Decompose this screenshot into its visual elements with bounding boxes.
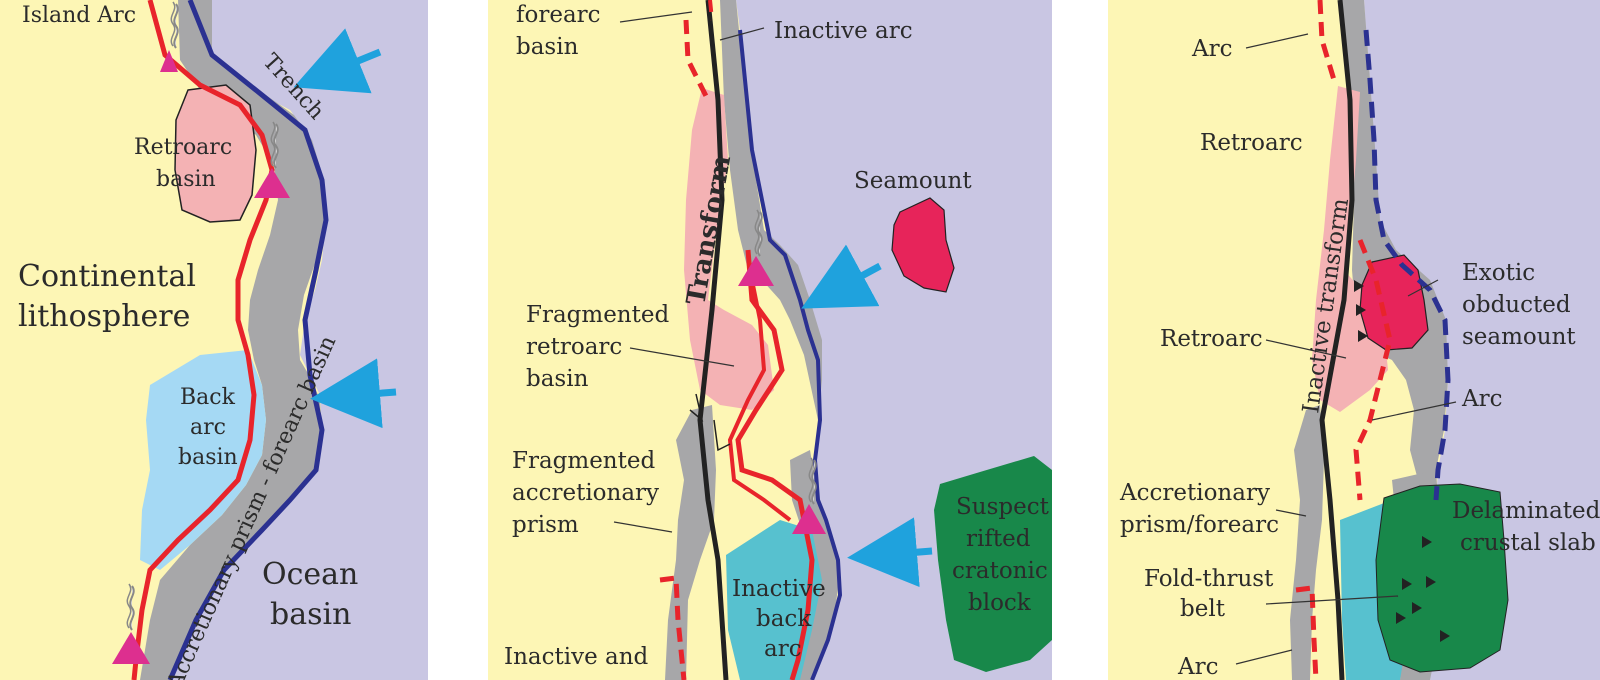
label-delaminated-1: Delaminated — [1452, 498, 1600, 524]
leader-arc-bottom — [1235, 649, 1293, 665]
panel2-trench-line — [738, 29, 843, 680]
label-continental: Continental — [18, 259, 196, 294]
label-frag-prism-3: prism — [512, 512, 579, 538]
label-retroarc-basin-2: basin — [156, 167, 216, 192]
panel3-inactive-transform-line — [1319, 0, 1355, 680]
retroarc-basin-shape — [174, 84, 257, 223]
panel3-prism-lower — [1290, 405, 1324, 680]
seamount-shape — [891, 197, 955, 293]
label-frag-prism-1: Fragmented — [512, 448, 655, 474]
delaminated-slab-shape — [1375, 483, 1509, 673]
volcano-triangle-3 — [112, 632, 150, 664]
label-accretionary-1: Accretionary — [1119, 480, 1270, 506]
label-inactive-back-3: arc — [764, 636, 802, 662]
label-exotic-2: obducted — [1462, 292, 1571, 318]
panel3-arc-dashed-top — [1317, 0, 1337, 81]
label-basin: basin — [270, 597, 351, 632]
label-accretionary-2: prism/forearc — [1120, 512, 1279, 538]
panel3-arc-dashed-bottom — [1295, 585, 1319, 680]
label-fold-thrust-1: Fold-thrust — [1144, 566, 1274, 592]
label-frag-retroarc-2: retroarc — [526, 334, 622, 360]
subduction-arrow-4 — [847, 517, 933, 588]
subduction-arrow-1 — [293, 28, 382, 94]
label-retroarc-basin-1: Retroarc — [134, 135, 232, 160]
leader-frag-retroarc — [629, 347, 735, 367]
volcano-triangle-2 — [254, 168, 290, 198]
label-fold-thrust-2: belt — [1180, 596, 1226, 622]
leader-retroarc-mid — [1265, 339, 1347, 359]
subduction-arrow-2 — [310, 358, 397, 429]
label-island-arc: Island Arc — [22, 3, 136, 28]
label-arc-bottom: Arc — [1177, 654, 1219, 680]
label-seamount: Seamount — [854, 168, 972, 194]
panel1-arc-line — [131, 0, 275, 680]
label-suspect-4: block — [968, 590, 1032, 616]
panel2-forearc-dashed-arc — [683, 19, 711, 102]
label-arc-top: Arc — [1191, 36, 1233, 62]
panel2-active-arc-line-2 — [727, 279, 792, 522]
panel3-arc-dashed-mid — [1353, 239, 1393, 501]
leader-arc-top — [1245, 33, 1309, 49]
panel3-trench-dashed — [1363, 29, 1451, 501]
panel-3: Arc Retroarc Inactive transform Exotic o… — [1108, 0, 1600, 680]
leader-inactive-arc — [719, 27, 765, 41]
gutter-2 — [1052, 0, 1108, 680]
label-arc-mid: Arc — [1461, 386, 1503, 412]
panel1-ocean — [170, 0, 428, 680]
panel1-trench-line — [167, 0, 329, 680]
leader-forearc — [619, 11, 693, 23]
inactive-back-arc-shape — [726, 520, 822, 680]
leader-fold-thrust — [1265, 595, 1399, 605]
volcano-triangle-5 — [792, 504, 826, 534]
label-back-arc-2: arc — [190, 415, 226, 440]
panel2-inactive-arc-line — [708, 0, 714, 21]
label-frag-retroarc-3: basin — [526, 366, 589, 392]
panel3-prism-upper — [1340, 0, 1448, 480]
label-inactive-and: Inactive and — [504, 644, 649, 670]
leader-arc-mid — [1371, 401, 1457, 421]
panel3-ocean — [1364, 0, 1600, 680]
label-inactive-arc: Inactive arc — [774, 18, 913, 44]
volcano-triangle-4 — [738, 256, 774, 286]
label-exotic-3: seamount — [1462, 324, 1576, 350]
leader-frag-prism — [613, 521, 673, 533]
label-frag-retroarc-1: Fragmented — [526, 302, 669, 328]
suspect-cratonic-block-shape — [934, 456, 1052, 672]
leader-accretionary — [1275, 509, 1307, 517]
label-suspect-3: cratonic — [952, 558, 1048, 584]
panel-1: Island Arc Trench Retroarc basin Contine… — [0, 0, 428, 680]
exotic-seamount-shape — [1359, 254, 1429, 351]
label-exotic-1: Exotic — [1462, 260, 1535, 286]
fragmented-retroarc-shape — [684, 88, 774, 410]
volcano-triangle-1 — [160, 50, 178, 72]
subduction-arrow-3 — [801, 244, 882, 309]
panel-2: forearc basin Inactive arc Seamount Tran… — [488, 0, 1052, 680]
label-inactive-back-2: back — [756, 606, 812, 632]
label-delaminated-2: crustal slab — [1460, 530, 1596, 556]
label-suspect-1: Suspect — [956, 494, 1050, 520]
label-forearc: forearc — [516, 2, 601, 28]
gutter-1 — [428, 0, 488, 680]
leader-exotic — [1407, 279, 1439, 297]
label-retroarc-top: Retroarc — [1200, 130, 1303, 156]
label-suspect-2: rifted — [966, 526, 1031, 552]
panel2-transform-line — [697, 0, 729, 680]
label-frag-prism-2: accretionary — [512, 480, 659, 506]
panel2-transform-arrows — [689, 393, 731, 452]
label-ocean: Ocean — [262, 557, 358, 592]
thrust-markers — [1354, 280, 1450, 642]
label-forearc-basin: basin — [516, 34, 579, 60]
label-lithosphere: lithosphere — [18, 299, 190, 334]
label-back-arc-3: basin — [178, 445, 238, 470]
label-back-arc-1: Back — [180, 385, 236, 410]
label-inactive-back-1: Inactive — [732, 576, 826, 602]
panel2-active-arc-line — [735, 249, 815, 680]
panel2-inactive-dashed — [659, 575, 687, 680]
label-retroarc-mid: Retroarc — [1160, 326, 1263, 352]
back-arc-basin-shape — [140, 350, 266, 570]
